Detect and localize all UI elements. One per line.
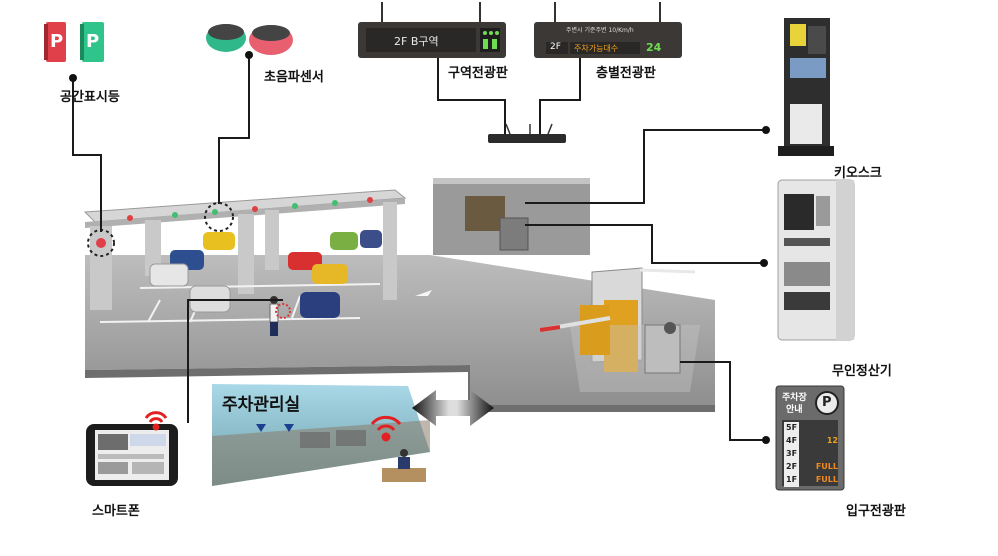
entrance-row-value: 12 xyxy=(826,436,838,445)
floor-board-count: 24 xyxy=(646,41,662,54)
building-door xyxy=(499,217,529,251)
entrance-row-value: FULL xyxy=(815,475,838,484)
pillar xyxy=(145,220,161,276)
pillar xyxy=(383,202,397,300)
entrance-row-floor: 2F xyxy=(784,461,800,474)
label-control-room: 주차관리실 xyxy=(222,395,301,415)
indicator-lamp xyxy=(96,238,106,248)
entrance-row-floor: 5F xyxy=(784,422,800,435)
green-indicator xyxy=(82,22,104,62)
entrance-gate xyxy=(539,267,700,392)
building-top xyxy=(433,178,590,184)
network-router xyxy=(488,123,566,143)
kiosk-illustration xyxy=(778,18,834,156)
ceiling-indicators xyxy=(127,197,373,221)
control-room-illustration xyxy=(212,384,430,486)
floor-board-top-text: 주변시 기준주변 10/Km/h xyxy=(566,27,634,34)
entrance-row-floor: 3F xyxy=(784,448,800,461)
smartphone-wifi-icon xyxy=(144,411,168,431)
label-space-indicator: 공간표시등 xyxy=(60,90,120,105)
label-smartphone: 스마트폰 xyxy=(92,504,140,519)
zone-board xyxy=(358,2,506,58)
entrance-row-floor: 1F xyxy=(784,474,800,487)
space-indicator-lamps xyxy=(44,22,104,62)
floor-edge xyxy=(85,365,715,412)
cars xyxy=(149,230,382,318)
bidirectional-arrow xyxy=(412,390,494,426)
green-indicator-letter: P xyxy=(86,31,100,52)
label-pay-station: 무인정산기 xyxy=(832,364,892,379)
pillar xyxy=(265,210,279,270)
person-highlight xyxy=(275,303,291,319)
parking-lot-illustration xyxy=(83,178,715,412)
label-zone-board: 구역전광판 xyxy=(448,66,508,81)
connector-lines xyxy=(69,51,770,444)
zone-board-text: 2F B구역 xyxy=(394,35,439,48)
entrance-board-title-1: 주차장 xyxy=(782,393,807,403)
entrance-board-p-icon: P xyxy=(822,395,832,410)
entrance-board-row: 3F xyxy=(784,448,838,461)
building-opening xyxy=(465,196,505,231)
floor-board xyxy=(534,2,682,58)
red-indicator-letter: P xyxy=(50,31,64,52)
sensor-highlight xyxy=(204,202,234,232)
control-room-wifi-icon xyxy=(370,415,402,442)
entrance-board-row: 5F xyxy=(784,422,838,435)
entrance-row-floor: 4F xyxy=(784,435,800,448)
ultrasonic-sensors xyxy=(206,24,293,55)
label-ultrasonic-sensor: 초음파센서 xyxy=(264,70,324,85)
pillar xyxy=(90,226,112,310)
floor-board-floor: 2F xyxy=(550,42,561,52)
road-arrow xyxy=(415,290,432,296)
red-indicator xyxy=(46,22,66,62)
entrance-board-row: 4F 12 xyxy=(784,435,838,448)
entrance-board-title-2: 안내 xyxy=(786,405,803,415)
label-kiosk: 키오스크 xyxy=(834,166,882,181)
floor-board-mid-text: 주차가능대수 xyxy=(574,44,619,53)
entrance-board-row: 1F FULL xyxy=(784,474,838,487)
entrance-board-row: 2F FULL xyxy=(784,461,838,474)
entrance-board-rows: 5F 4F 12 3F 2F FULL 1F FULL xyxy=(784,422,838,487)
roof-beam xyxy=(85,198,405,228)
smartphone-illustration xyxy=(86,424,178,486)
pillar xyxy=(238,214,254,294)
pay-station-illustration xyxy=(777,179,855,341)
label-floor-board: 층별전광판 xyxy=(596,66,656,81)
label-entrance-board: 입구전광판 xyxy=(846,504,906,519)
entrance-row-value: FULL xyxy=(815,462,838,471)
